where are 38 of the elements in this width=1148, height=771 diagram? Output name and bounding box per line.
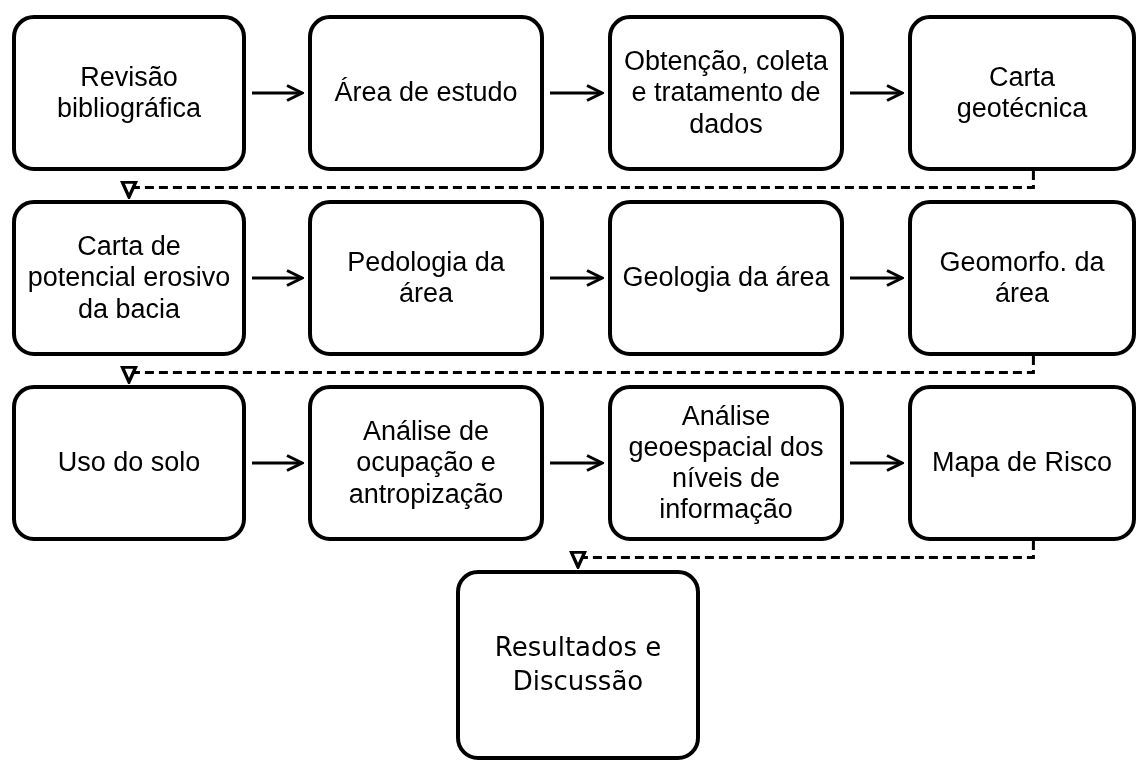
arrow bbox=[850, 269, 904, 287]
process-box bbox=[908, 15, 1136, 171]
arrow bbox=[252, 269, 304, 287]
process-box bbox=[608, 385, 844, 541]
process-box bbox=[12, 200, 246, 356]
process-box bbox=[456, 570, 700, 760]
process-box bbox=[308, 385, 544, 541]
dashed-arrow bbox=[120, 356, 1035, 384]
box-label: Obtenção, coleta e tratamento de dados bbox=[622, 46, 830, 140]
box-label: Geomorfo. da área bbox=[938, 246, 1106, 310]
process-box bbox=[12, 15, 246, 171]
box-label: Revisão bibliográfica bbox=[55, 61, 203, 125]
arrow bbox=[850, 84, 904, 102]
arrow bbox=[252, 454, 304, 472]
arrow bbox=[252, 84, 304, 102]
process-box bbox=[12, 385, 246, 541]
arrow bbox=[550, 84, 604, 102]
box-label: Análise geoespacial dos níveis de informação bbox=[627, 400, 825, 526]
process-box bbox=[608, 200, 844, 356]
dashed-arrow bbox=[120, 171, 1035, 199]
box-label: Carta geotécnica bbox=[955, 61, 1089, 125]
dashed-arrow bbox=[569, 541, 1035, 569]
box-label: Pedologia da área bbox=[346, 246, 506, 310]
process-box bbox=[908, 200, 1136, 356]
box-label: Uso do solo bbox=[56, 447, 202, 479]
process-box bbox=[308, 15, 544, 171]
process-box bbox=[608, 15, 844, 171]
arrow bbox=[550, 454, 604, 472]
arrow bbox=[550, 269, 604, 287]
process-box bbox=[308, 200, 544, 356]
arrow bbox=[850, 454, 904, 472]
box-label: Carta de potencial erosivo da bacia bbox=[26, 231, 232, 325]
box-label: Área de estudo bbox=[333, 77, 519, 109]
box-label: Geologia da área bbox=[621, 262, 831, 294]
box-label: Análise de ocupação e antropização bbox=[347, 416, 505, 510]
process-box bbox=[908, 385, 1136, 541]
box-label: Mapa de Risco bbox=[930, 447, 1114, 479]
box-label: Resultados e Discussão bbox=[493, 631, 663, 698]
